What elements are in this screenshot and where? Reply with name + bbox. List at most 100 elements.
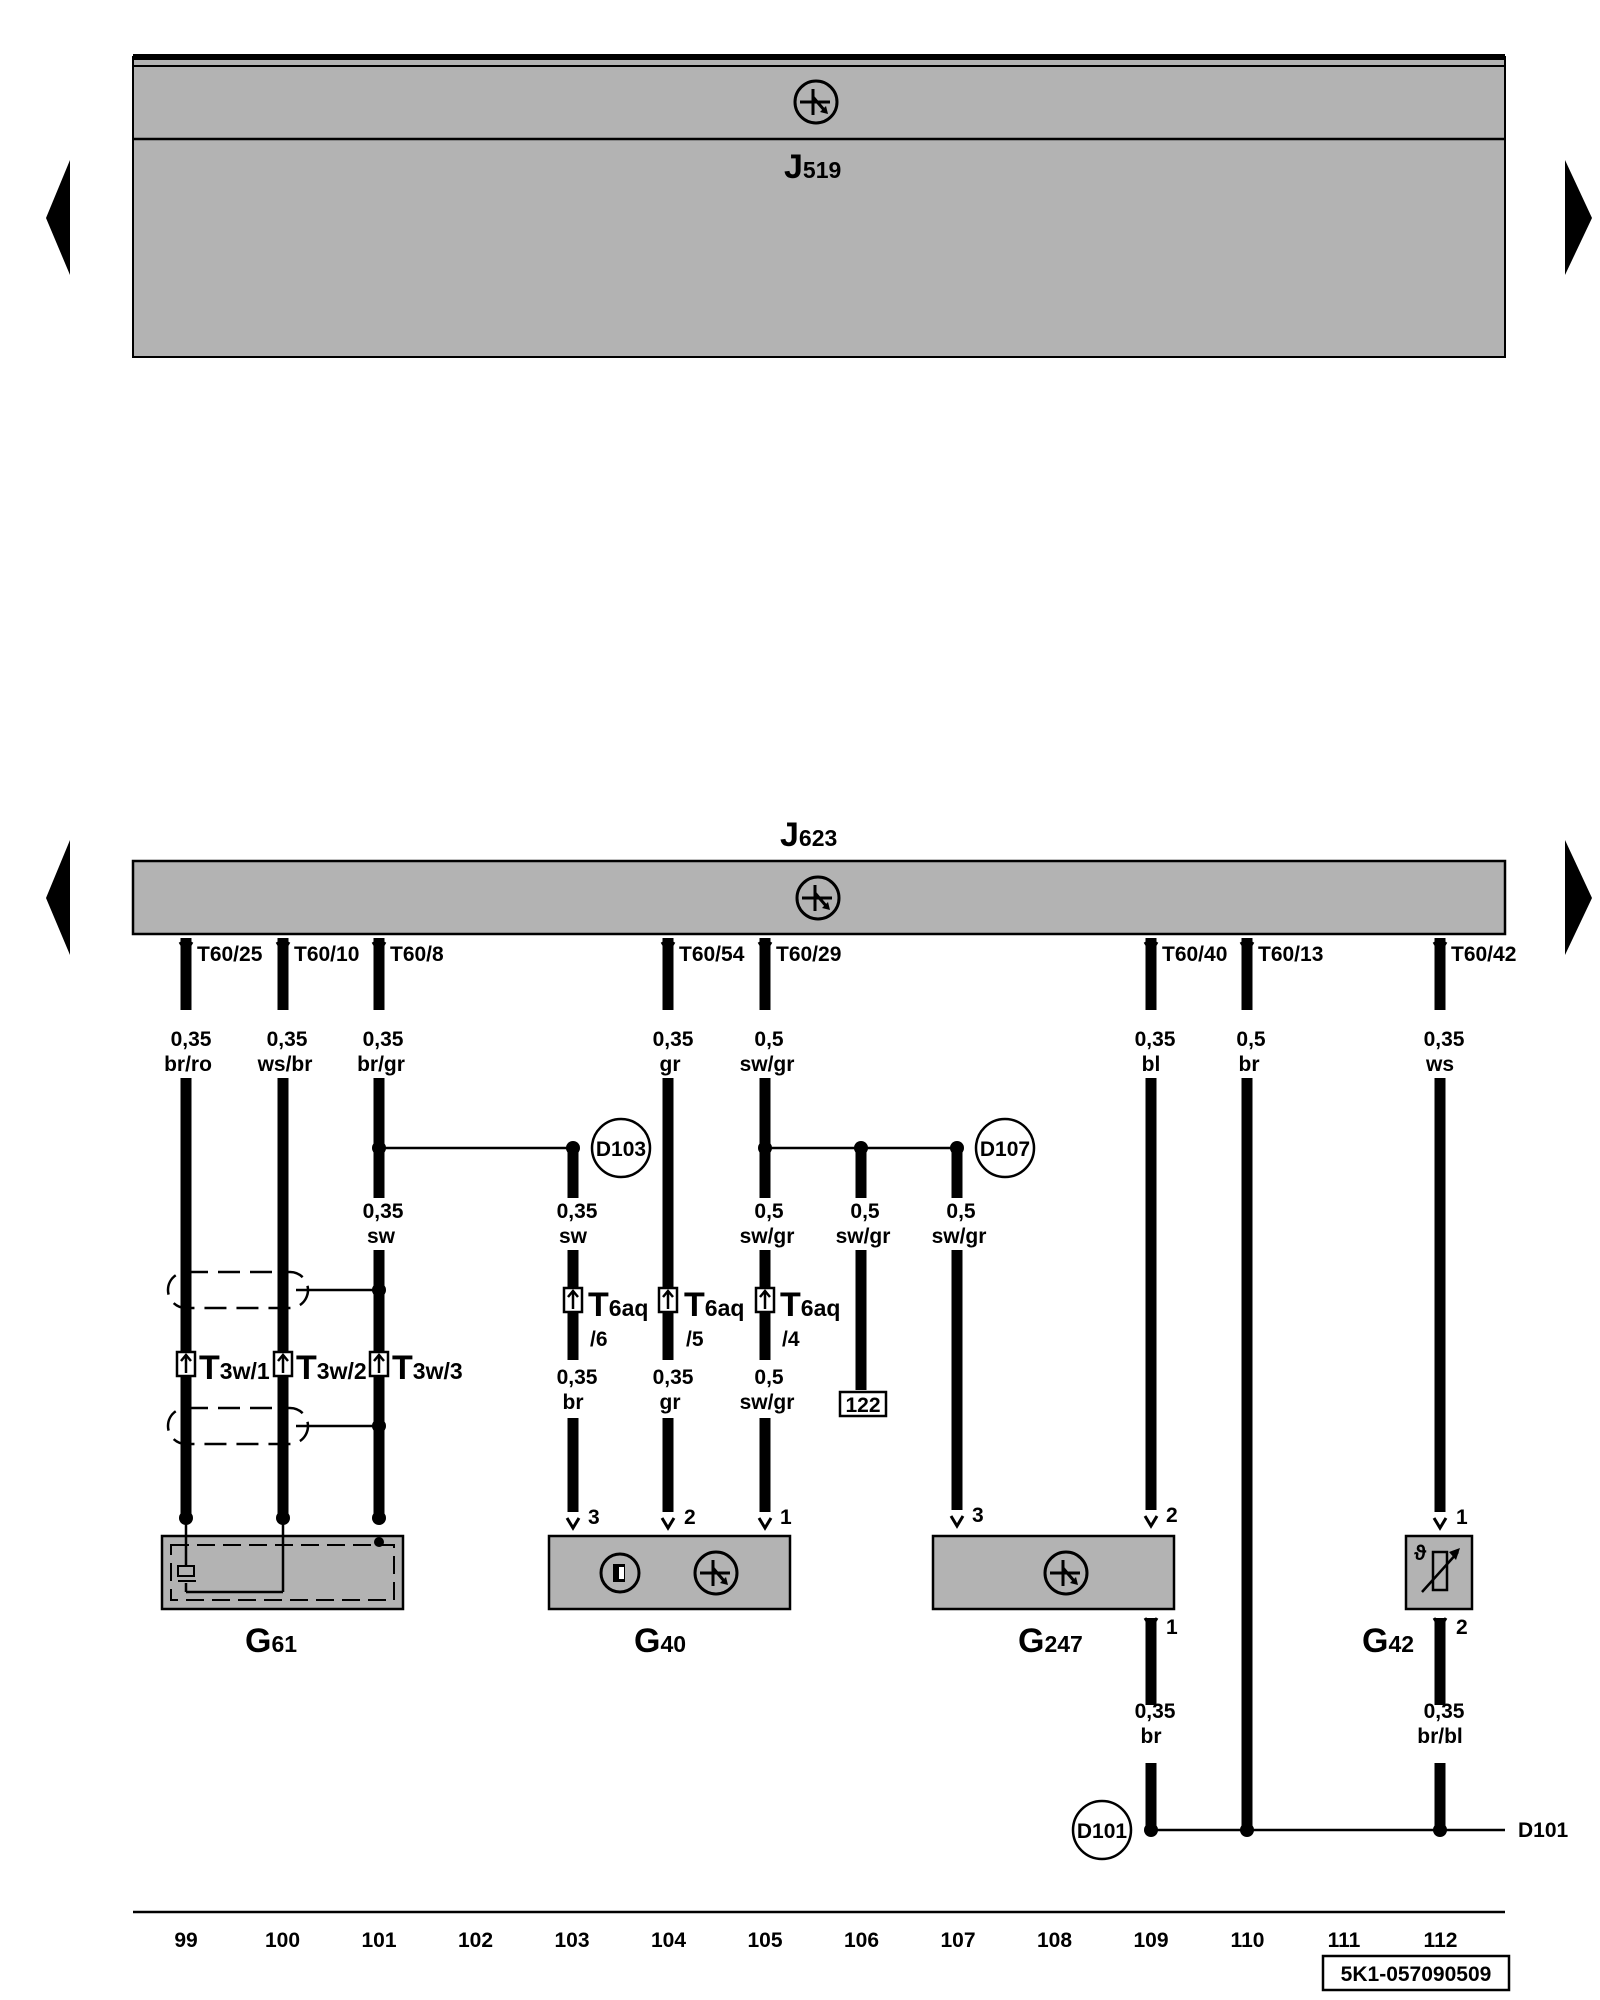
module-j623-label: J623 bbox=[780, 816, 837, 854]
svg-text:sw: sw bbox=[559, 1225, 588, 1248]
document-id: 5K1-057090509 bbox=[1321, 1954, 1511, 1992]
svg-text:T6aq: T6aq bbox=[684, 1286, 744, 1324]
component-g42: ϑ 1 2 bbox=[1404, 1506, 1474, 1639]
connector-label: T60/54 bbox=[679, 943, 745, 966]
svg-text:0,35: 0,35 bbox=[1135, 1028, 1176, 1051]
svg-text:br: br bbox=[1141, 1725, 1162, 1748]
track-number: 101 bbox=[361, 1929, 396, 1952]
cable-shield bbox=[166, 1270, 310, 1446]
nav-next-bottom-arrow-icon[interactable] bbox=[1565, 840, 1592, 955]
track-number: 99 bbox=[174, 1929, 197, 1952]
svg-text:br: br bbox=[563, 1391, 584, 1414]
svg-text:1: 1 bbox=[1456, 1506, 1468, 1529]
svg-text:T6aq: T6aq bbox=[588, 1286, 648, 1324]
track-number: 111 bbox=[1328, 1929, 1361, 1952]
svg-text:0,5: 0,5 bbox=[946, 1200, 976, 1223]
svg-text:sw/gr: sw/gr bbox=[740, 1391, 795, 1414]
track-number: 106 bbox=[844, 1929, 879, 1952]
svg-text:0,35: 0,35 bbox=[653, 1028, 694, 1051]
nav-prev-bottom-arrow-icon[interactable] bbox=[46, 840, 70, 955]
track-number: 108 bbox=[1037, 1929, 1072, 1952]
svg-text:0,5: 0,5 bbox=[754, 1028, 784, 1051]
splice-d101-right-label: D101 bbox=[1518, 1819, 1569, 1842]
connector-t6aq: T6aq /6 T6aq /5 T6aq /4 bbox=[562, 1286, 840, 1351]
svg-text:sw/gr: sw/gr bbox=[932, 1225, 987, 1248]
svg-text:sw/gr: sw/gr bbox=[740, 1225, 795, 1248]
svg-text:2: 2 bbox=[1456, 1616, 1468, 1639]
j623-connectors: T60/25 T60/10 T60/8 T60/54 T60/29 T60/40… bbox=[178, 940, 1516, 966]
svg-text:0,35: 0,35 bbox=[363, 1028, 404, 1051]
svg-text:0,35: 0,35 bbox=[1424, 1700, 1465, 1723]
svg-text:1: 1 bbox=[1166, 1616, 1178, 1639]
nav-next-top-arrow-icon[interactable] bbox=[1565, 160, 1592, 275]
svg-text:0,35: 0,35 bbox=[557, 1366, 598, 1389]
svg-text:T3w/2: T3w/2 bbox=[296, 1349, 367, 1387]
track-number: 103 bbox=[554, 1929, 589, 1952]
connector-label: T60/40 bbox=[1162, 943, 1227, 966]
svg-text:0,35: 0,35 bbox=[1135, 1700, 1176, 1723]
connector-label: T60/25 bbox=[197, 943, 263, 966]
svg-text:sw/gr: sw/gr bbox=[740, 1053, 795, 1076]
svg-text:br/gr: br/gr bbox=[357, 1053, 405, 1076]
svg-text:ws: ws bbox=[1425, 1053, 1454, 1076]
svg-text:3: 3 bbox=[972, 1504, 984, 1527]
svg-text:/5: /5 bbox=[686, 1328, 704, 1351]
svg-text:122: 122 bbox=[845, 1394, 880, 1417]
svg-text:T3w/1: T3w/1 bbox=[199, 1349, 270, 1387]
svg-text:0,5: 0,5 bbox=[850, 1200, 880, 1223]
svg-text:3: 3 bbox=[588, 1506, 600, 1529]
component-g247: 3 2 1 bbox=[931, 1504, 1178, 1639]
junction-dots bbox=[179, 1141, 1447, 1837]
connector-t3w: T3w/1 T3w/2 T3w/3 bbox=[175, 1349, 463, 1387]
svg-text:0,5: 0,5 bbox=[754, 1200, 784, 1223]
svg-text:ϑ: ϑ bbox=[1414, 1542, 1427, 1565]
nav-prev-top-arrow-icon[interactable] bbox=[46, 160, 70, 275]
connector-label: T60/10 bbox=[294, 943, 359, 966]
connector-label: T60/8 bbox=[390, 943, 444, 966]
svg-text:0,35: 0,35 bbox=[653, 1366, 694, 1389]
component-g40: 3 2 1 bbox=[547, 1506, 792, 1611]
track-number: 105 bbox=[747, 1929, 782, 1952]
track-number: 109 bbox=[1133, 1929, 1168, 1952]
track-number: 100 bbox=[265, 1929, 300, 1952]
svg-text:1: 1 bbox=[780, 1506, 792, 1529]
component-g61-label: G61 bbox=[245, 1622, 297, 1660]
component-g42-label: G42 bbox=[1362, 1622, 1414, 1660]
svg-text:D103: D103 bbox=[596, 1138, 646, 1161]
svg-text:T6aq: T6aq bbox=[780, 1286, 840, 1324]
connector-label: T60/13 bbox=[1258, 943, 1323, 966]
svg-text:T3w/3: T3w/3 bbox=[392, 1349, 463, 1387]
splice-d107: D107 bbox=[974, 1117, 1036, 1179]
splice-d101: D101 bbox=[1071, 1799, 1133, 1861]
junction-wires bbox=[296, 1146, 1505, 1832]
svg-text:br: br bbox=[1239, 1053, 1260, 1076]
svg-text:gr: gr bbox=[660, 1391, 681, 1414]
track-number: 104 bbox=[651, 1929, 686, 1952]
track-number: 110 bbox=[1231, 1929, 1265, 1952]
svg-text:0,35: 0,35 bbox=[1424, 1028, 1465, 1051]
svg-text:ws/br: ws/br bbox=[257, 1053, 313, 1076]
svg-text:5K1-057090509: 5K1-057090509 bbox=[1341, 1963, 1492, 1986]
module-j519-label: J519 bbox=[784, 148, 841, 186]
svg-text:2: 2 bbox=[1166, 1504, 1178, 1527]
svg-text:0,35: 0,35 bbox=[267, 1028, 308, 1051]
splice-d103: D103 bbox=[590, 1117, 652, 1179]
svg-text:D101: D101 bbox=[1077, 1820, 1128, 1843]
module-j519: J519 bbox=[132, 54, 1506, 358]
reference-box-122: 122 bbox=[838, 1390, 888, 1418]
connector-label: T60/42 bbox=[1451, 943, 1516, 966]
module-j623 bbox=[131, 859, 1507, 936]
svg-text:sw/gr: sw/gr bbox=[836, 1225, 891, 1248]
svg-text:br/bl: br/bl bbox=[1417, 1725, 1463, 1748]
svg-text:sw: sw bbox=[367, 1225, 396, 1248]
svg-text:2: 2 bbox=[684, 1506, 696, 1529]
svg-text:gr: gr bbox=[660, 1053, 681, 1076]
svg-text:0,5: 0,5 bbox=[1236, 1028, 1266, 1051]
connector-label: T60/29 bbox=[776, 943, 841, 966]
svg-text:0,35: 0,35 bbox=[557, 1200, 598, 1223]
svg-text:/4: /4 bbox=[782, 1328, 800, 1351]
svg-text:0,35: 0,35 bbox=[363, 1200, 404, 1223]
svg-text:bl: bl bbox=[1142, 1053, 1161, 1076]
